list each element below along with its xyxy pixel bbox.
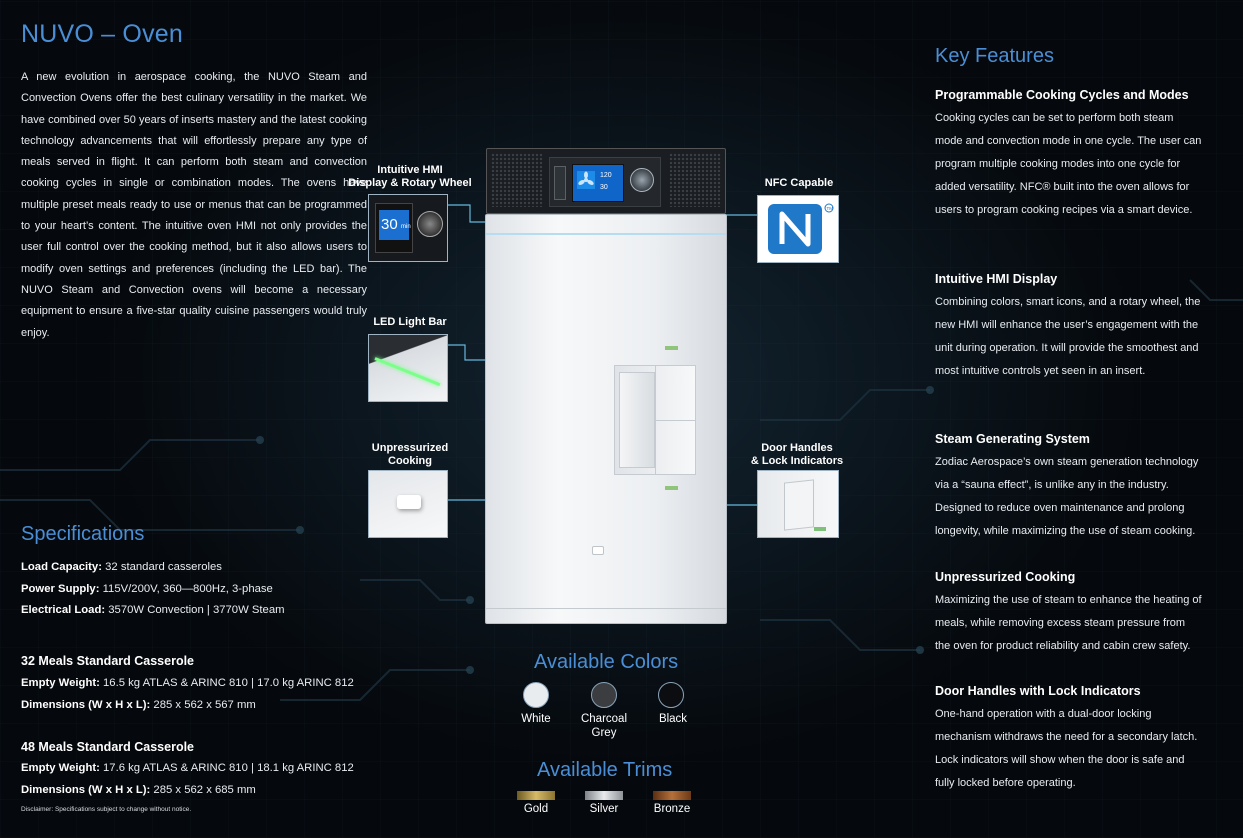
available-colors-title: Available Colors [534, 651, 679, 673]
feature-text: Cooking cycles can be set to perform bot… [935, 112, 1202, 216]
feature-text: Zodiac Aerospace’s own steam generation … [935, 456, 1199, 537]
disclaimer: Disclaimer: Specifications subject to ch… [21, 806, 192, 813]
callout-hmi-label: Intuitive HMI Display & Rotary Wheel [348, 164, 472, 189]
hmi-buttons [554, 166, 566, 200]
trim-swatch-gold [517, 791, 555, 800]
feature-unpressurized: Unpressurized Cooking Maximizing the use… [935, 570, 1203, 658]
color-swatch-charcoal-grey [591, 682, 617, 708]
hmi-screen-unit: min [401, 224, 411, 230]
casserole48-title: 48 Meals Standard Casserole [21, 740, 194, 754]
intro-paragraph: A new evolution in aerospace cooking, th… [21, 71, 367, 339]
feature-title: Steam Generating System [935, 432, 1090, 446]
casserole32-list: Empty Weight: 16.5 kg ATLAS & ARINC 810 … [21, 673, 354, 716]
trim-swatch-silver [585, 791, 623, 800]
led-bar-thumbnail [368, 334, 448, 402]
display-line1: 120 [600, 172, 612, 179]
hmi-screen-frame: 30 min [375, 203, 413, 253]
hmi-screen-value: 30 [381, 216, 398, 233]
trim-swatch-bronze [653, 791, 691, 800]
spec-row: Power Supply: 115V/200V, 360—800Hz, 3-ph… [21, 582, 273, 595]
color-label-white: White [521, 713, 551, 725]
key-features-title: Key Features [935, 45, 1054, 67]
spec-row: Dimensions (W x H x L): 285 x 562 x 685 … [21, 783, 256, 796]
callout-nfc-label: NFC Capable [764, 177, 834, 189]
trim-label-silver: Silver [589, 803, 619, 815]
trim-label-bronze: Bronze [653, 803, 691, 815]
left-vent-grille [491, 153, 543, 207]
available-trims-title: Available Trims [537, 759, 673, 781]
door-divider-horizontal [655, 420, 695, 421]
casserole48-list: Empty Weight: 17.6 kg ATLAS & ARINC 810 … [21, 758, 354, 801]
led-bar-glow [374, 357, 441, 387]
fan-icon [577, 171, 595, 189]
door-handle-recess [619, 372, 655, 468]
door-handle-thumbnail [757, 470, 839, 538]
oven-control-panel: 120 30 [486, 148, 726, 214]
specifications-title: Specifications [21, 523, 145, 545]
hmi-screen: 30 min [379, 210, 411, 240]
lock-indicator-icon [814, 527, 826, 531]
nfc-thumbnail: TM [757, 195, 839, 263]
feature-door-handles: Door Handles with Lock Indicators One-ha… [935, 684, 1203, 795]
led-light-bar [486, 233, 726, 235]
spec-row: Dimensions (W x H x L): 285 x 562 x 567 … [21, 698, 256, 711]
lock-indicator-top [665, 346, 678, 350]
feature-title: Unpressurized Cooking [935, 570, 1076, 584]
trim-label-gold: Gold [523, 803, 549, 815]
svg-text:TM: TM [827, 206, 834, 211]
color-swatch-black [658, 682, 684, 708]
door-handle-icon [784, 479, 814, 531]
feature-hmi: Intuitive HMI Display Combining colors, … [935, 272, 1203, 383]
feature-text: Maximizing the use of steam to enhance t… [935, 594, 1202, 652]
feature-steam: Steam Generating System Zodiac Aerospace… [935, 432, 1203, 543]
control-panel-face: 120 30 [549, 157, 661, 207]
color-swatch-white [523, 682, 549, 708]
lock-indicator-bottom [665, 486, 678, 490]
feature-text: Combining colors, smart icons, and a rot… [935, 296, 1201, 377]
vent-valve-icon [397, 495, 421, 509]
feature-title: Programmable Cooking Cycles and Modes [935, 88, 1189, 102]
oven-base-line [486, 608, 726, 609]
unpressurized-thumbnail [368, 470, 448, 538]
steam-vent [592, 546, 604, 555]
right-vent-grille [669, 153, 721, 207]
door-handle-assembly[interactable] [614, 365, 696, 475]
feature-title: Intuitive HMI Display [935, 272, 1058, 286]
spec-row: Load Capacity: 32 standard casseroles [21, 561, 222, 573]
color-label-charcoal-grey: Charcoal Grey [580, 713, 628, 739]
feature-title: Door Handles with Lock Indicators [935, 684, 1141, 698]
rotary-knob-icon[interactable] [630, 168, 654, 192]
spec-row: Empty Weight: 17.6 kg ATLAS & ARINC 810 … [21, 762, 354, 774]
specifications-list: Load Capacity: 32 standard casseroles Po… [21, 557, 285, 622]
page-title: NUVO – Oven [21, 20, 183, 48]
display-line2: 30 [600, 184, 608, 191]
rotary-wheel-icon [417, 211, 443, 237]
oven-display-screen: 120 30 [572, 164, 624, 202]
spec-row: Empty Weight: 16.5 kg ATLAS & ARINC 810 … [21, 677, 354, 689]
oven-body [485, 214, 727, 624]
color-label-black: Black [658, 713, 688, 725]
spec-row: Electrical Load: 3570W Convection | 3770… [21, 604, 285, 616]
feature-text: One-hand operation with a dual-door lock… [935, 708, 1198, 789]
hmi-thumbnail: 30 min [368, 194, 448, 262]
callout-door-label: Door Handles & Lock Indicators [750, 442, 844, 467]
feature-programmable: Programmable Cooking Cycles and Modes Co… [935, 88, 1203, 222]
casserole32-title: 32 Meals Standard Casserole [21, 654, 194, 668]
nfc-logo-icon: TM [768, 203, 834, 254]
callout-unpressurized-label: Unpressurized Cooking [371, 442, 449, 467]
callout-led-label: LED Light Bar [373, 316, 447, 328]
